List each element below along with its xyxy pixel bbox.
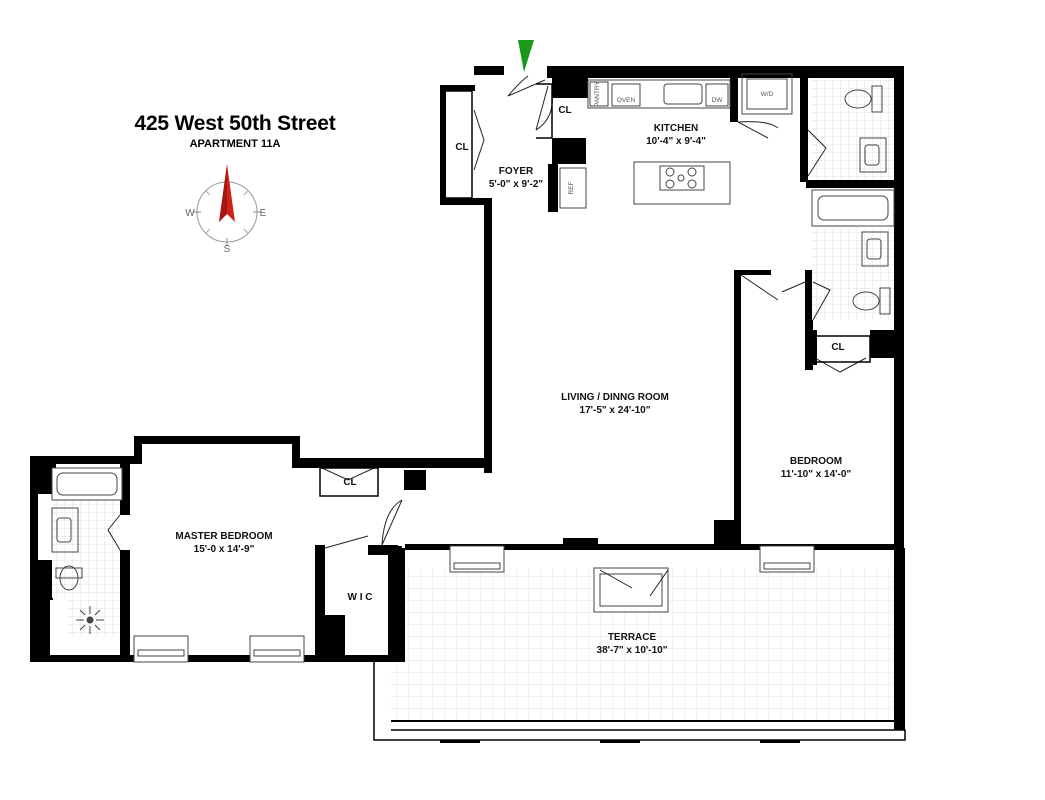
kitchen-counter	[587, 79, 731, 109]
walls	[30, 66, 904, 662]
compass-west-label: W	[185, 208, 195, 219]
terrace-dims: 38'-7" x 10'-10"	[597, 645, 668, 656]
refrigerator-label: REF	[568, 181, 575, 194]
master-bedroom-label: MASTER BEDROOM	[175, 531, 272, 542]
bathtub-icon	[811, 189, 895, 227]
sink-icon	[859, 137, 887, 173]
pantry-label: PANTRY	[594, 80, 601, 106]
apartment-subtitle: APARTMENT 11A	[189, 138, 281, 150]
refrigerator	[559, 167, 587, 209]
fixtures	[51, 73, 895, 663]
washer-dryer-label: W/D	[761, 91, 774, 98]
cooktop-icon	[659, 165, 705, 191]
toilet-icon	[852, 287, 891, 315]
sink-icon	[861, 231, 889, 267]
oven	[611, 83, 641, 107]
wic-label: W I C	[348, 592, 373, 603]
kitchen-island	[633, 161, 731, 205]
room-labels: FOYER 5'-0" x 9'-2" KITCHEN 10'-4" x 9'-…	[175, 105, 851, 656]
foyer-label: FOYER	[499, 166, 534, 177]
foyer-dims: 5'-0" x 9'-2"	[489, 179, 544, 190]
master-bedroom-dims: 15'-0 x 14'-9"	[194, 544, 255, 555]
living-dims: 17'-5" x 24'-10"	[580, 405, 651, 416]
plan-title-block: 425 West 50th Street APARTMENT 11A	[100, 112, 370, 150]
living-label: LIVING / DINNG ROOM	[561, 392, 669, 403]
closet-label: CL	[343, 477, 356, 488]
compass: E S W	[185, 164, 267, 255]
bedroom-label: BEDROOM	[790, 456, 842, 467]
compass-south-label: S	[224, 244, 231, 255]
compass-east-label: E	[260, 208, 267, 219]
toilet-icon	[844, 85, 883, 113]
closets	[319, 83, 871, 497]
terrace-label: TERRACE	[608, 632, 657, 643]
shower-drain-icon	[76, 606, 104, 634]
kitchen-sink-icon	[663, 83, 703, 105]
closet-label: CL	[831, 342, 844, 353]
oven-label: OVEN	[617, 97, 636, 104]
kitchen-label: KITCHEN	[654, 123, 698, 134]
bedroom-dims: 11'-10" x 14'-0"	[781, 469, 852, 480]
dishwasher-label: DW	[712, 97, 724, 104]
kitchen-dims: 10'-4" x 9'-4"	[646, 136, 706, 147]
address-title: 425 West 50th Street	[134, 112, 336, 135]
dishwasher	[705, 83, 729, 107]
sink-icon	[51, 507, 79, 553]
closet-label: CL	[558, 105, 571, 116]
appliance-labels: PANTRY OVEN DW REF W/D	[568, 80, 774, 194]
closet-label: CL	[455, 142, 468, 153]
washer-dryer	[741, 73, 793, 115]
toilet-icon	[55, 565, 83, 591]
entry-arrow-icon	[518, 40, 534, 72]
